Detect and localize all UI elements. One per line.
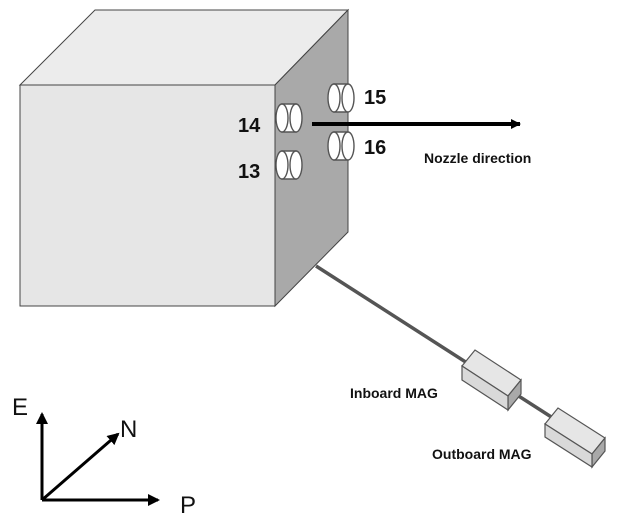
thruster-15-label: 15 [364,87,386,109]
outboard-mag [544,407,606,469]
axis-n-label: N [120,416,137,443]
thruster-13-label: 13 [238,161,260,183]
spacecraft-body [18,8,350,308]
inboard-mag [461,349,522,412]
outboard-mag-label: Outboard MAG [432,446,532,462]
thruster-15 [327,83,355,113]
cube-front-face [19,84,276,307]
coordinate-axes: E N P [12,394,196,519]
thruster-16 [327,131,355,161]
thruster-16-label: 16 [364,137,386,159]
thruster-14 [275,103,303,133]
axis-n-arrow [41,432,120,502]
nozzle-direction-label: Nozzle direction [424,150,531,166]
inboard-mag-label: Inboard MAG [350,385,438,401]
axis-e-label: E [12,394,28,421]
thruster-14-label: 14 [238,115,261,137]
thruster-13 [275,150,303,180]
axis-p-label: P [180,492,196,519]
